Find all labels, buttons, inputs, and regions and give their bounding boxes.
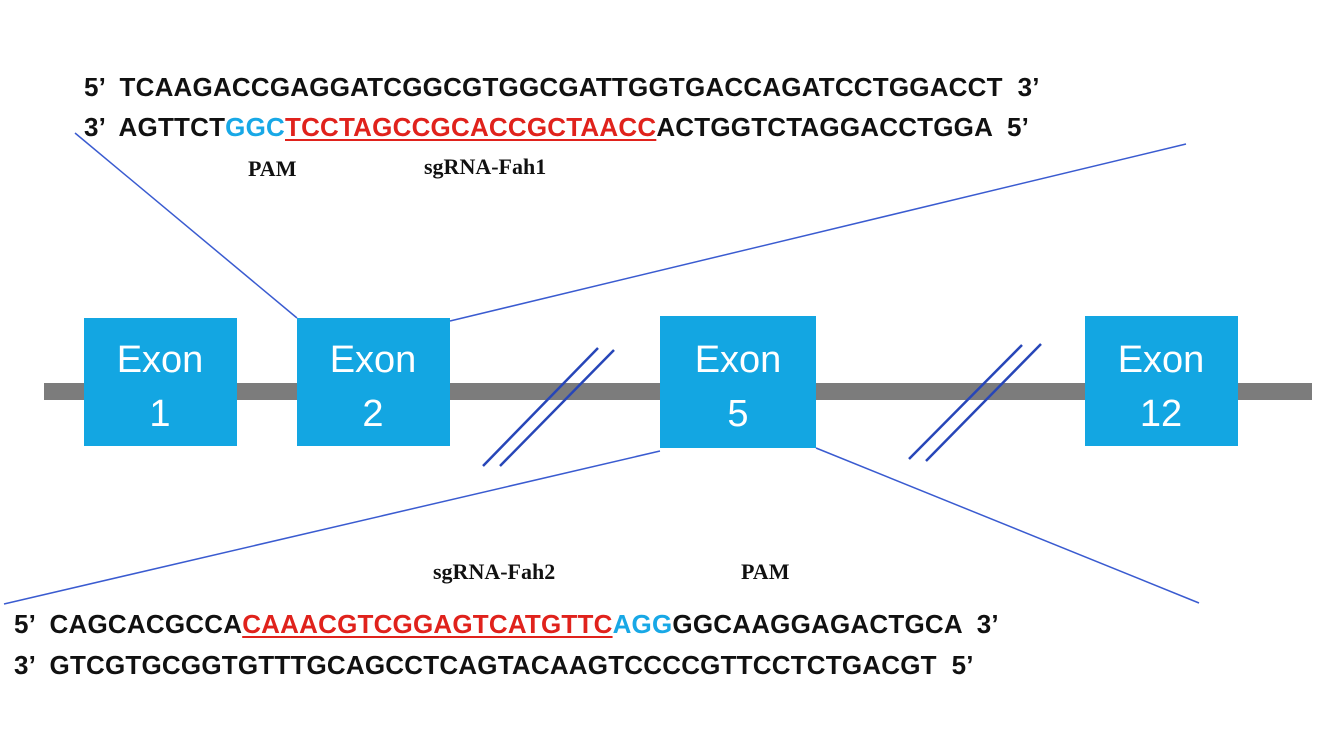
top-strand-1: 5’ TCAAGACCGAGGATCGGCGTGGCGATTGGTGACCAGA…: [84, 72, 1040, 102]
exon-1-box: [84, 318, 237, 446]
exon-12-word: Exon: [1118, 339, 1205, 381]
top-strand-2-right-end: 5’: [1006, 112, 1030, 142]
bottom-pam-label: PAM: [741, 559, 790, 584]
bottom-strand-1-seq-pre: CAGCACGCCA: [49, 609, 243, 639]
exon-5-box: [660, 316, 816, 448]
top-sgrna-sequence: TCCTAGCCGCACCGCTAACC: [285, 112, 657, 142]
bottom-strand-1: 5’ CAGCACGCCACAAACGTCGGAGTCATGTTCAGGGGCA…: [14, 609, 999, 639]
connector-line-bottom-left: [3, 450, 661, 605]
exon-5-word: Exon: [695, 339, 782, 381]
exon-12-number: 12: [1140, 393, 1182, 435]
bottom-pam-sequence: AGG: [612, 609, 673, 639]
top-pam-label: PAM: [248, 156, 297, 181]
exon-1-word: Exon: [117, 339, 204, 381]
top-sgrna-label: sgRNA-Fah1: [424, 154, 547, 179]
bottom-strand-1-right-end: 3’: [976, 609, 999, 639]
bottom-strand-2-right-end: 5’: [951, 650, 974, 680]
exon-5-number: 5: [727, 393, 748, 435]
top-strand-1-right-end: 3’: [1017, 72, 1040, 102]
top-strand-2-left-end: 3’: [84, 112, 105, 142]
connector-line-top-right: [449, 143, 1187, 322]
top-strand-2-seq-pre: AGTTCT: [118, 112, 226, 142]
top-strand-1-sequence: TCAAGACCGAGGATCGGCGTGGCGATTGGTGACCAGATCC…: [119, 72, 1003, 102]
connector-line-bottom-right: [815, 447, 1200, 604]
exon-2-number: 2: [362, 393, 383, 435]
top-strand-2: 3’ AGTTCTGGCTCCTAGCCGCACCGCTAACCACTGGTCT…: [84, 112, 1029, 142]
bottom-strand-2-left-end: 3’: [14, 650, 35, 680]
top-strand-2-seq-post: ACTGGTCTAGGACCTGGA: [656, 112, 993, 142]
bottom-strand-2-sequence: GTCGTGCGGTGTTTGCAGCCTCAGTACAAGTCCCCGTTCC…: [49, 650, 937, 680]
break-mark-1a: [482, 347, 599, 467]
break-mark-2a: [908, 344, 1023, 460]
exon-2-word: Exon: [330, 339, 417, 381]
exon-12-box: [1085, 316, 1238, 446]
break-mark-1b: [499, 349, 615, 467]
bottom-strand-1-seq-post: GGCAAGGAGACTGCA: [672, 609, 962, 639]
bottom-sgrna-sequence: CAAACGTCGGAGTCATGTTC: [242, 609, 613, 639]
top-pam-sequence: GGC: [225, 112, 285, 142]
top-strand-1-left-end: 5’: [84, 72, 105, 102]
exon-1-number: 1: [149, 393, 170, 435]
bottom-sgrna-label: sgRNA-Fah2: [433, 559, 556, 584]
break-mark-2b: [925, 343, 1042, 462]
bottom-strand-2: 3’ GTCGTGCGGTGTTTGCAGCCTCAGTACAAGTCCCCGT…: [14, 650, 974, 680]
exon-2-box: [297, 318, 450, 446]
bottom-strand-1-left-end: 5’: [14, 609, 35, 639]
connector-line-top-left: [74, 132, 298, 319]
